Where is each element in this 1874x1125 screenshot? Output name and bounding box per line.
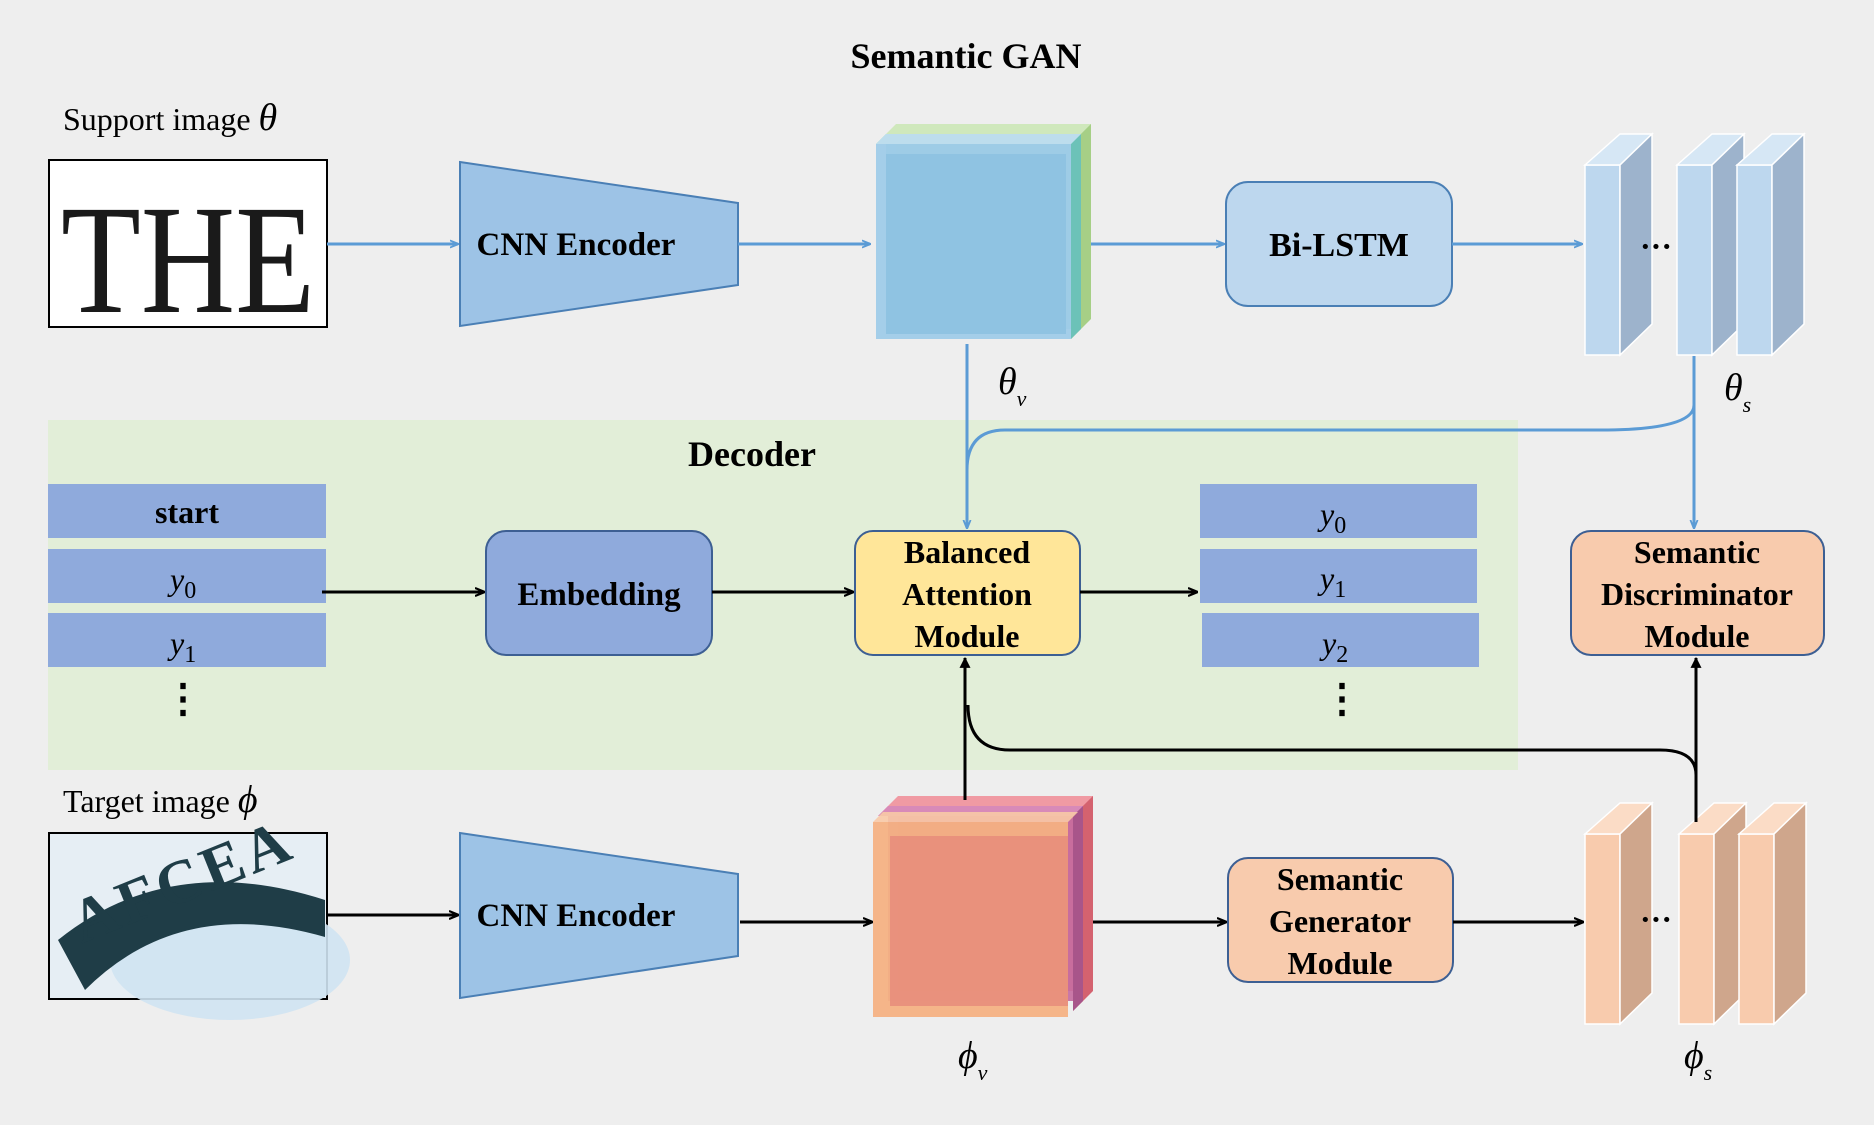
phi-v-label: ϕv xyxy=(958,1035,988,1085)
balanced-attention-line-1: Balanced xyxy=(904,534,1030,570)
black-connectors xyxy=(322,592,1702,922)
support-image-text: THE xyxy=(61,173,315,346)
theta-s-vector-3 xyxy=(1735,132,1806,357)
token-start-box xyxy=(48,484,326,538)
token-y1: y1 xyxy=(167,625,196,668)
token-start: start xyxy=(155,494,219,530)
support-label-text: Support image xyxy=(63,101,251,137)
token-y0: y0 xyxy=(167,561,196,604)
embedding-module: Embedding xyxy=(485,530,713,656)
target-image-label: Target image ϕ xyxy=(63,779,258,821)
cnn-encoder-top-label: CNN Encoder xyxy=(477,227,676,263)
out-token-y0-box xyxy=(1200,484,1477,538)
phi-s-vector-2 xyxy=(1677,801,1748,1026)
out-token-y1-box xyxy=(1200,549,1477,603)
phi-s-vector-1 xyxy=(1583,801,1654,1026)
phi-s-vectors: ··· xyxy=(1583,801,1808,1026)
cnn-encoder-bottom-label: CNN Encoder xyxy=(477,898,676,934)
arrow-phi-s-to-attention xyxy=(966,704,1698,822)
token-input-more: ⋮ xyxy=(163,676,203,721)
out-token-y2-box xyxy=(1202,613,1479,667)
semantic-generator-module: Semantic Generator Module xyxy=(1227,857,1454,983)
phi-v-feature-cube xyxy=(873,796,1093,1017)
out-token-y2: y2 xyxy=(1319,625,1348,668)
cnn-encoder-bottom: CNN Encoder xyxy=(459,831,739,1000)
theta-s-ellipsis: ··· xyxy=(1640,228,1672,264)
balanced-attention-module: Balanced Attention Module xyxy=(854,530,1081,656)
phi-s-vector-3 xyxy=(1737,801,1808,1026)
token-y1-box xyxy=(48,613,326,667)
token-output-more: ⋮ xyxy=(1322,676,1362,721)
arrow-theta-s-to-attention xyxy=(965,356,1696,471)
phi-s-label: ϕs xyxy=(1684,1035,1712,1085)
theta-s-label: θs xyxy=(1724,367,1751,417)
semantic-generator-line-1: Semantic xyxy=(1277,861,1403,897)
svg-text:Target image ϕ: Target image ϕ xyxy=(63,779,258,821)
bilstm-label: Bi-LSTM xyxy=(1269,227,1409,264)
semantic-generator-line-3: Module xyxy=(1288,945,1393,981)
phi-symbol: ϕ xyxy=(238,779,258,821)
semantic-discriminator-line-2: Discriminator xyxy=(1601,576,1793,612)
balanced-attention-line-2: Attention xyxy=(902,576,1032,612)
theta-s-vector-2 xyxy=(1675,132,1746,357)
support-image-label: Support image θ xyxy=(63,97,277,139)
semantic-discriminator-line-1: Semantic xyxy=(1634,534,1760,570)
theta-s-vector-1 xyxy=(1583,132,1654,357)
diagram-title: Semantic GAN xyxy=(851,36,1082,76)
target-label-text: Target image xyxy=(63,783,230,819)
token-y0-box xyxy=(48,549,326,603)
semantic-generator-line-2: Generator xyxy=(1269,903,1411,939)
phi-s-ellipsis: ··· xyxy=(1640,901,1672,937)
semantic-discriminator-module: Semantic Discriminator Module xyxy=(1570,530,1825,656)
semantic-discriminator-line-3: Module xyxy=(1645,618,1750,654)
blue-connectors xyxy=(327,244,1694,528)
bilstm-module: Bi-LSTM xyxy=(1225,181,1453,307)
balanced-attention-line-3: Module xyxy=(915,618,1020,654)
decoder-input-tokens: start y0 y1 ⋮ xyxy=(48,484,326,721)
decoder-title: Decoder xyxy=(688,434,816,474)
cnn-encoder-top: CNN Encoder xyxy=(459,160,739,328)
decoder-output-tokens: y0 y1 y2 ⋮ xyxy=(1200,484,1479,721)
support-image: THE xyxy=(48,159,328,346)
theta-v-feature-cube xyxy=(876,124,1091,339)
theta-symbol: θ xyxy=(259,97,278,139)
theta-s-vectors: ··· xyxy=(1583,132,1806,357)
out-token-y0: y0 xyxy=(1317,496,1346,539)
theta-v-label: θv xyxy=(998,361,1027,411)
out-token-y1: y1 xyxy=(1317,560,1346,603)
svg-text:Support image θ: Support image θ xyxy=(63,97,277,139)
embedding-label: Embedding xyxy=(517,577,681,613)
target-image: AFCEA xyxy=(48,806,350,1020)
